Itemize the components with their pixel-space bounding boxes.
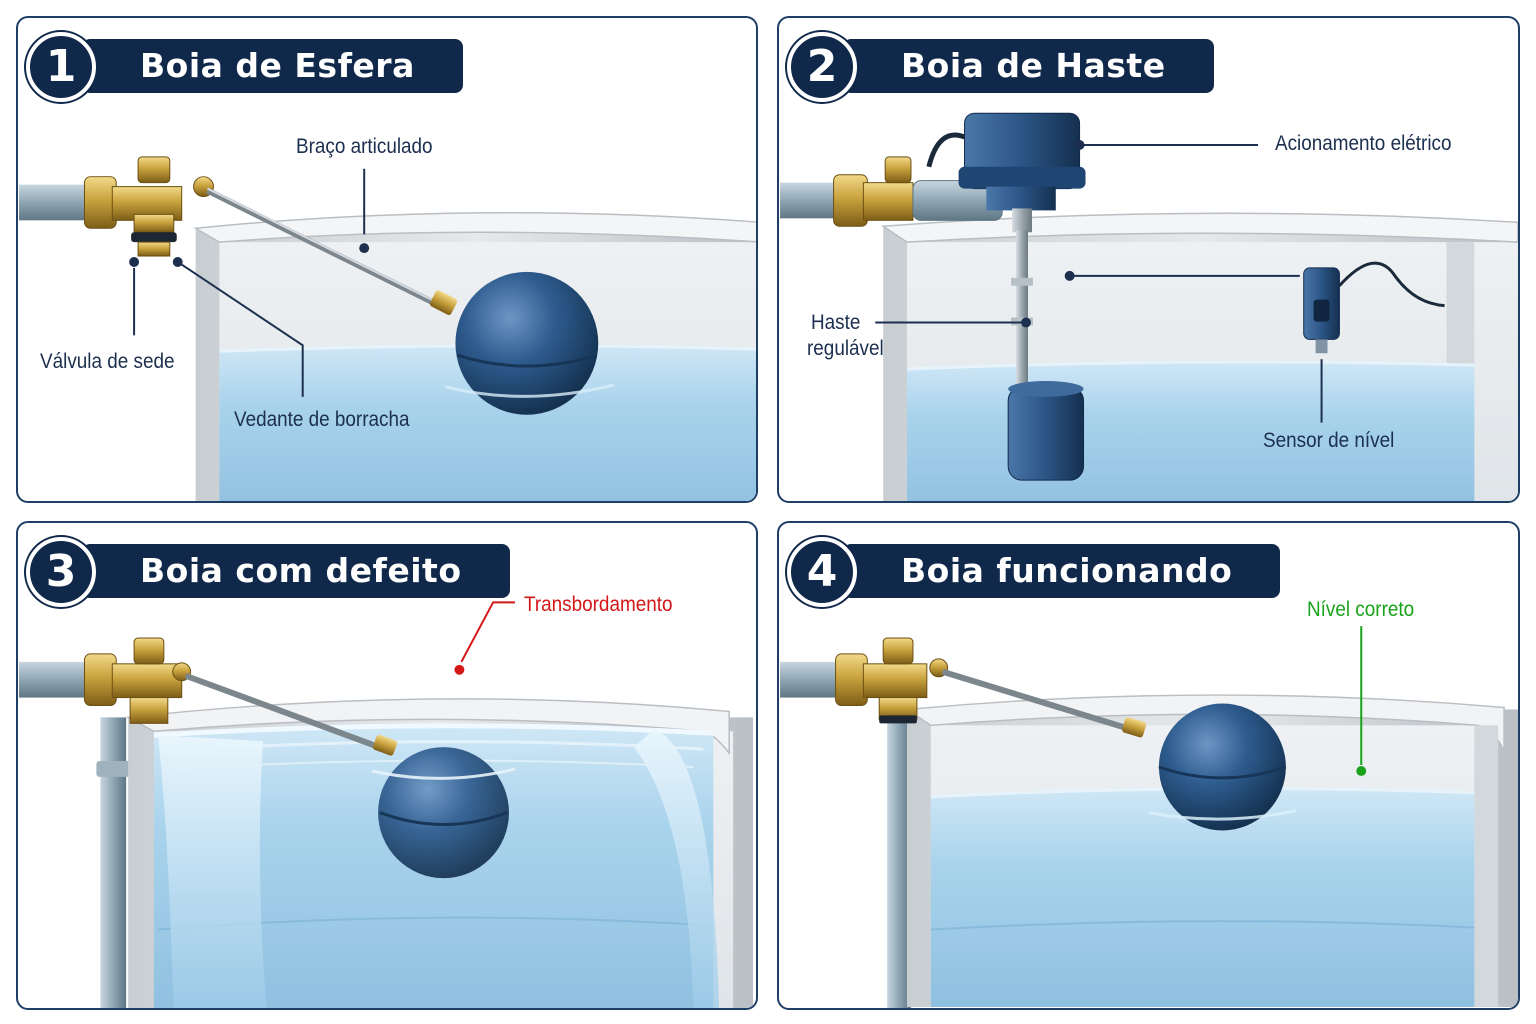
- label-rubber-seal: Vedante de borracha: [234, 408, 410, 431]
- ball-float-icon: [378, 747, 509, 879]
- label-valve-seat: Válvula de sede: [40, 350, 175, 373]
- brass-valve-icon: [83, 637, 192, 724]
- panel-title: Boia de Esfera: [82, 39, 463, 93]
- rod-float-icon: [1007, 380, 1085, 481]
- panel-number-badge: 2: [787, 32, 857, 102]
- ball-float-icon: [455, 271, 599, 415]
- brass-valve-icon: [84, 156, 214, 257]
- label-rod-line1: Haste: [811, 311, 861, 334]
- panel-working-float: Boia funcionando 4 Nível correto: [777, 521, 1520, 1010]
- panel-rod-float: Boia de Haste 2 Acionamento elétrico Has…: [777, 16, 1520, 503]
- panel-title: Boia de Haste: [843, 39, 1214, 93]
- label-rod-line2: regulável: [807, 337, 884, 360]
- ball-float-illustration: [19, 156, 756, 501]
- panel-number-badge: 1: [26, 32, 96, 102]
- label-level-sensor: Sensor de nível: [1263, 429, 1395, 452]
- panel-title: Boia funcionando: [843, 544, 1281, 598]
- level-sensor-icon: [1303, 261, 1445, 354]
- label-overflow: Transbordamento: [524, 593, 673, 616]
- ball-float-icon: [1158, 703, 1287, 831]
- panel-faulty-float: Boia com defeito 3 Transbordamento: [16, 521, 758, 1010]
- rod-float-illustration: [780, 112, 1518, 501]
- panel-ball-float: Boia de Esfera 1 Braço articulado Válvul…: [16, 16, 758, 503]
- brass-valve-icon: [833, 156, 1003, 227]
- panel-title: Boia com defeito: [82, 544, 510, 598]
- label-electric-actuation: Acionamento elétrico: [1275, 132, 1452, 155]
- correct-level-illustration: [780, 626, 1518, 1008]
- panel-number-badge: 3: [26, 537, 96, 607]
- electric-actuator-icon: [926, 112, 1086, 211]
- overflow-illustration: [19, 601, 753, 1008]
- label-correct-level: Nível correto: [1307, 598, 1415, 621]
- panel-number-badge: 4: [787, 537, 857, 607]
- label-arm: Braço articulado: [296, 135, 433, 158]
